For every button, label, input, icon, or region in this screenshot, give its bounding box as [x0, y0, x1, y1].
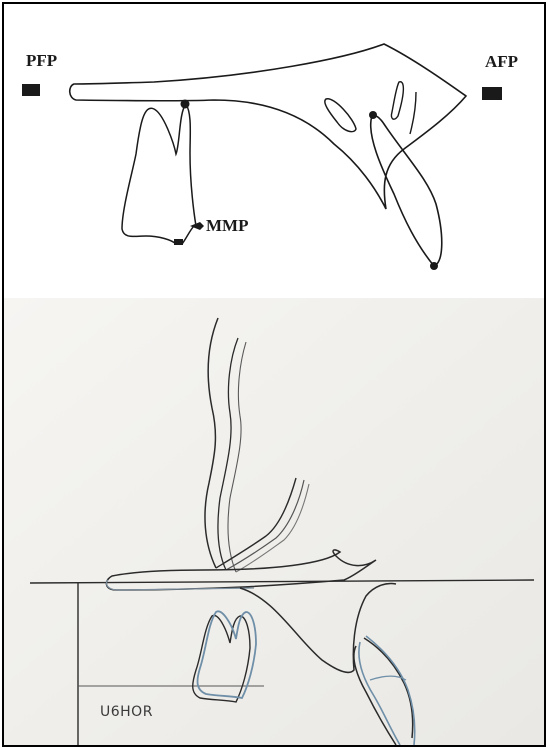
u6hor-label: U6HOR — [100, 704, 153, 720]
incisor-apex-point — [369, 111, 377, 119]
ridge-oval — [325, 99, 356, 132]
superimposition-tracing: U6HOR — [4, 298, 544, 745]
afp-label: AFP — [485, 52, 518, 71]
mmp-label: MMP — [206, 216, 248, 235]
molar-contact-marker — [174, 239, 183, 245]
molar-root-point — [181, 100, 190, 109]
incisor-outline — [371, 115, 442, 266]
incisor-tip-point — [430, 262, 438, 270]
pfp-label: PFP — [26, 51, 57, 70]
pfp-marker — [22, 84, 40, 96]
ridge-line — [410, 92, 416, 134]
molar-outline — [122, 104, 196, 244]
maxilla-schematic: PFP AFP MMP — [4, 4, 544, 296]
tracing-panel: U6HOR — [4, 298, 544, 745]
afp-marker — [482, 87, 502, 100]
schematic-panel: PFP AFP MMP — [4, 4, 544, 296]
ridge-slit — [391, 82, 403, 119]
